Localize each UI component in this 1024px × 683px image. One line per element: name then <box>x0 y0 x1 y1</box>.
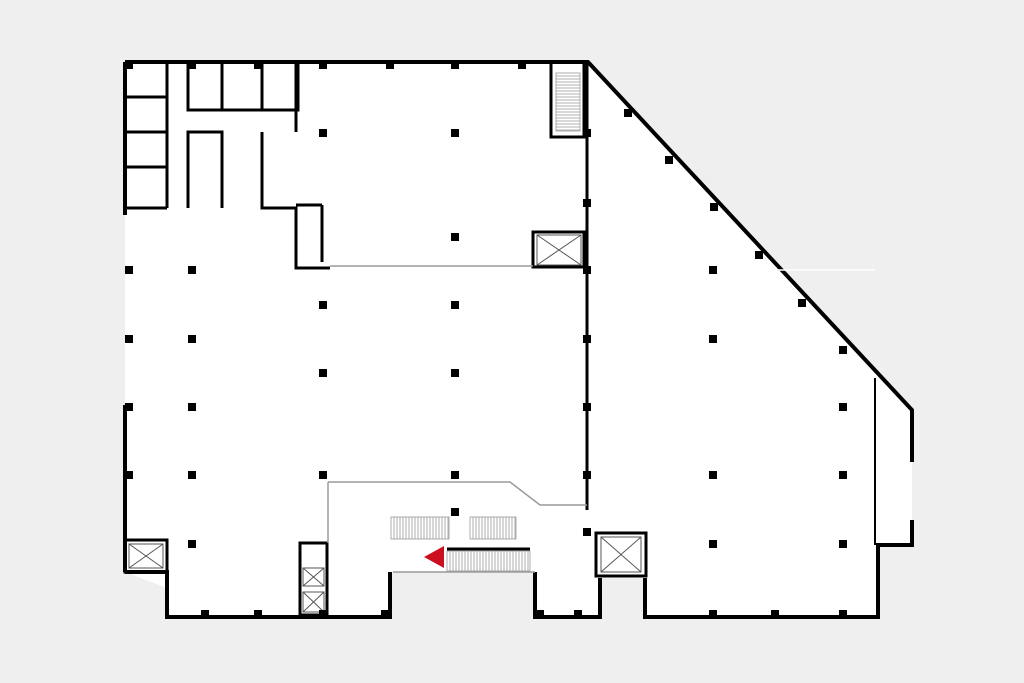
column <box>755 251 763 259</box>
column <box>125 266 133 274</box>
column <box>583 528 591 536</box>
stair-flight <box>555 72 581 132</box>
stairs <box>390 72 581 572</box>
column <box>319 610 327 618</box>
column <box>451 369 459 377</box>
column <box>386 61 394 69</box>
column <box>665 156 673 164</box>
column <box>451 233 459 241</box>
column <box>451 471 459 479</box>
column <box>125 403 133 411</box>
column <box>451 508 459 516</box>
column <box>518 61 526 69</box>
column <box>319 369 327 377</box>
column <box>583 403 591 411</box>
column <box>709 540 717 548</box>
stair-flight <box>390 516 450 540</box>
column <box>839 540 847 548</box>
elevator-shafts <box>128 234 642 613</box>
column <box>188 471 196 479</box>
column <box>798 299 806 307</box>
column <box>254 610 262 618</box>
thin-walls <box>327 265 875 573</box>
interior-walls <box>123 60 648 617</box>
column <box>319 301 327 309</box>
column <box>319 129 327 137</box>
column <box>451 129 459 137</box>
column <box>574 610 582 618</box>
column <box>254 61 262 69</box>
column <box>319 61 327 69</box>
column <box>188 266 196 274</box>
column <box>188 61 196 69</box>
column <box>381 610 389 618</box>
column <box>451 301 459 309</box>
column <box>709 610 717 618</box>
column <box>839 610 847 618</box>
column <box>583 266 591 274</box>
column <box>709 335 717 343</box>
column <box>125 61 133 69</box>
column <box>710 203 718 211</box>
column <box>125 471 133 479</box>
column <box>709 266 717 274</box>
column <box>188 335 196 343</box>
column <box>536 610 544 618</box>
column <box>839 346 847 354</box>
column <box>771 610 779 618</box>
column <box>188 403 196 411</box>
column <box>125 335 133 343</box>
column <box>583 129 591 137</box>
columns <box>125 61 847 618</box>
you-are-here-marker-icon <box>424 546 444 568</box>
column <box>583 335 591 343</box>
stair-flight <box>446 550 531 572</box>
column <box>188 540 196 548</box>
column <box>624 109 632 117</box>
stair-flight <box>469 516 517 540</box>
column <box>201 610 209 618</box>
column <box>583 199 591 207</box>
column <box>839 403 847 411</box>
column <box>451 61 459 69</box>
column <box>839 471 847 479</box>
column <box>319 471 327 479</box>
column <box>583 471 591 479</box>
column <box>709 471 717 479</box>
